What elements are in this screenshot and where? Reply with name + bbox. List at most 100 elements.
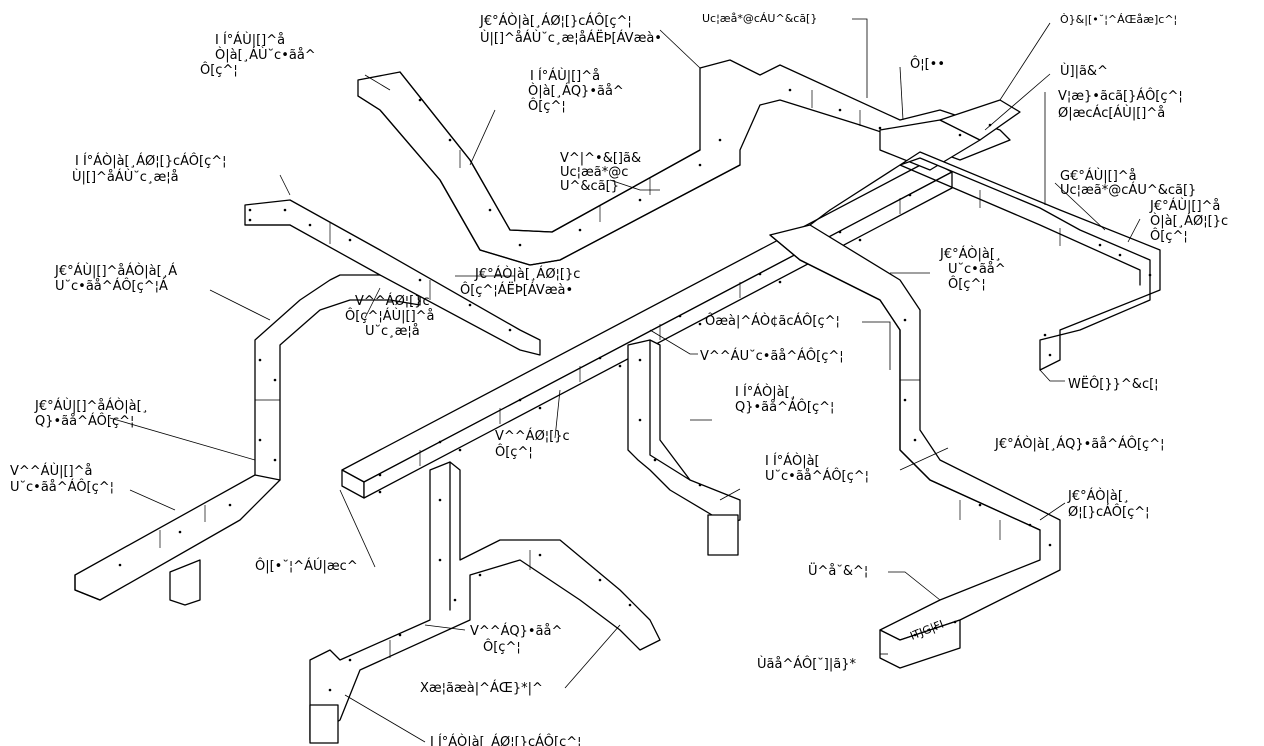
rivet-dot	[988, 123, 992, 127]
rivet-dot	[378, 473, 382, 477]
rivet-dot	[838, 108, 842, 112]
label-90-elbow-outside-cover-1: J€°ÁÒ|à[¸	[939, 246, 1001, 262]
rivet-dot	[1048, 543, 1052, 547]
cross-fitting	[879, 99, 1021, 171]
rivet-dot	[348, 238, 352, 242]
label-45-sloped-elbow-inside-1: I Í°ÁÙ|[]^å	[530, 68, 600, 84]
rivet-dot	[438, 558, 442, 562]
rivet-dot	[228, 503, 232, 507]
rivet-dot	[913, 438, 917, 442]
label-closure-plate: Ô|[•˘¦^ÁÚ|æc^	[255, 558, 358, 574]
rivet-dot	[698, 322, 702, 326]
rivet-dot	[638, 358, 642, 362]
rivet-dot	[418, 278, 422, 282]
rivet-dot	[478, 573, 482, 577]
rivet-dot	[953, 620, 957, 624]
label-tee-front-cover-1: V^^ÁØ¦[}c	[495, 428, 570, 444]
rivet-dot	[248, 208, 252, 212]
label-tee-inside-cover-1: V^^ÁQ}•ãå^	[470, 623, 562, 639]
svg-text:I Í°ÁÙ|[]^åÒ|à[¸ÁÙ˘c•ãå^Ô[ç^¦: I Í°ÁÙ|[]^åÒ|à[¸ÁÙ˘c•ãå^Ô[ç^¦	[200, 32, 316, 78]
rivet-dot	[468, 303, 472, 307]
svg-text:V^^ÁQ}•ãå^Ô[ç^¦: V^^ÁQ}•ãå^Ô[ç^¦	[470, 623, 562, 655]
label-90-sloped-elbow-front-3: Ô[ç^¦	[1150, 228, 1188, 244]
label-90-elbow-front-no-tabs-1: J€°ÁÒ|à[¸ÁØ¦[}c	[474, 266, 580, 282]
upper-left-run	[244, 199, 541, 356]
rivet-dot	[458, 448, 462, 452]
rivet-dot	[618, 364, 622, 368]
rivet-dot	[698, 483, 702, 487]
svg-text:J€°ÁÒ|à[¸Ø¦[}cÁÔ[ç^¦: J€°ÁÒ|à[¸Ø¦[}cÁÔ[ç^¦	[1067, 488, 1150, 520]
rivet-dot	[273, 458, 277, 462]
rivet-dot	[838, 230, 842, 234]
rivet-dot	[758, 272, 762, 276]
rivet-dot	[283, 208, 287, 212]
label-variable-angle: Xæ¦ãæà|^ÁŒ}*|^	[420, 680, 543, 696]
label-45-elbow-outside-cover-2: U˘c•ãå^ÁÔ[ç^¦	[765, 468, 869, 484]
label-tee-sloped-outside-1: V^^ÁÙ|[]^å	[10, 463, 92, 479]
rivet-dot	[538, 406, 542, 410]
label-90-elbow-front-cover-right-1: J€°ÁÒ|à[¸	[1067, 488, 1129, 504]
label-90-sloped-elbow-front-2: Ò|à[¸ÁØ¦[}c	[1150, 213, 1228, 229]
label-20-sloped-straight-1: G€°ÁÙ|[]^å	[1060, 168, 1137, 184]
label-90-sloped-elbow-outside-1: J€°ÁÙ|[]^åÁÒ|à[¸Á	[54, 263, 177, 279]
rivet-dot	[653, 458, 657, 462]
label-45-elbow-front-cover-bottom: I Í°ÁÒ|à[¸ÁØ¦[}cÁÔ[ç^¦	[430, 734, 582, 746]
rivet-dot	[508, 328, 512, 332]
rivet-dot	[308, 223, 312, 227]
rivet-dot	[598, 578, 602, 582]
label-telescopic-straight-1: V^|^•&[]ã&	[560, 151, 641, 166]
label-45-sloped-elbow-outside-1: I Í°ÁÙ|[]^å	[215, 32, 285, 48]
rivet-dot	[903, 398, 907, 402]
rivet-dot	[1028, 523, 1032, 527]
svg-text:J€°ÁÙ|[]^åÁÒ|à[¸Q}•ãå^ÁÔ[ç^¦: J€°ÁÙ|[]^åÁÒ|à[¸Q}•ãå^ÁÔ[ç^¦	[34, 398, 148, 429]
label-cable-exit-cover: Ôæà|^ÁÒ¢ãcÁÔ[ç^¦	[705, 313, 840, 329]
callout-leaders	[109, 18, 1141, 743]
rivet-dot	[678, 314, 682, 318]
label-transition-cover-1: V¦æ}•ãcã[}ÁÔ[ç^¦	[1058, 88, 1183, 104]
rivet-dot	[398, 633, 402, 637]
rivet-dots	[118, 88, 1152, 692]
rivet-dot	[1098, 243, 1102, 247]
rivet-dot	[1043, 333, 1047, 337]
label-tee-sloped-outside-2: U˘c•ãå^ÁÔ[ç^¦	[10, 479, 114, 495]
svg-text:V^|^•&[]ã&Uc¦æã*@cU^&cã[}: V^|^•&[]ã&Uc¦æã*@cU^&cã[}	[560, 151, 641, 194]
rivet-dot	[878, 126, 882, 130]
label-45-elbow-outside-cover-1: I Í°ÁÒ|à[	[765, 453, 820, 469]
rivet-dot	[1118, 253, 1122, 257]
lower-left-run	[74, 274, 421, 606]
rivet-dot	[258, 438, 262, 442]
label-20-sloped-straight-2: Uc¦æã*@cÁU^&cã[}	[1060, 182, 1196, 198]
rivet-dot	[788, 88, 792, 92]
label-45-sloped-elbow-inside-3: Ô[ç^¦	[528, 98, 566, 114]
rivet-dot	[488, 208, 492, 212]
rivet-dot	[178, 530, 182, 534]
label-straight-section-top: Uc¦æå*@cÁU^&cā[}	[702, 12, 817, 25]
label-45-sloped-elbow-inside-2: Ò|à[¸ÁQ}•ãå^	[528, 83, 624, 99]
svg-text:J€°ÁÒ|à[¸ÁØ¦[}cÔ[ç^¦ÁËÞ[ÁVæà•: J€°ÁÒ|à[¸ÁØ¦[}cÔ[ç^¦ÁËÞ[ÁVæà•	[460, 266, 580, 298]
label-45-sloped-elbow-outside-3: Ô[ç^¦	[200, 62, 238, 78]
svg-text:I Í°ÁÒ|à[¸ÁØ¦[}cÁÔ[ç^¦Ù|[]^åÁÙ: I Í°ÁÒ|à[¸ÁØ¦[}cÁÔ[ç^¦Ù|[]^åÁÙ˘c¸æ¦å	[72, 153, 227, 185]
rivet-dot	[258, 358, 262, 362]
label-reducer: Ü^å˘&^¦	[808, 562, 868, 579]
label-45-sloped-elbow-outside-2: Ò|à[¸ÁÙ˘c•ãå^	[215, 47, 316, 63]
svg-text:V^^ÁØ¦[}cÔ[ç^¦: V^^ÁØ¦[}cÔ[ç^¦	[495, 428, 570, 460]
rivet-dot	[778, 280, 782, 284]
rivet-dot	[638, 418, 642, 422]
rivet-dot	[518, 243, 522, 247]
label-tee-outside-cover: V^^ÁU˘c•ãå^ÁÔ[ç^¦	[700, 348, 844, 364]
rivet-dot	[518, 398, 522, 402]
rivet-dot	[453, 598, 457, 602]
right-branch-run	[809, 151, 1161, 371]
label-telescopic-straight-2: Uc¦æã*@c	[560, 165, 628, 180]
bottom-tee-run	[309, 461, 661, 744]
rivet-dot	[958, 133, 962, 137]
rivet-dot	[538, 553, 542, 557]
rivet-dot	[328, 688, 332, 692]
upper-slope-run	[357, 59, 1011, 266]
rivet-dot	[438, 440, 442, 444]
label-90-sloped-elbow-outside-2: U˘c•ãå^ÁÔ[ç^¦Á	[55, 278, 168, 294]
rivet-dot	[418, 98, 422, 102]
label-45-elbow-front-cover-sloped-2: Ù|[]^åÁÙ˘c¸æ¦å	[72, 169, 179, 185]
rivet-dot	[378, 490, 382, 494]
label-45-elbow-front-cover-sloped-1: I Í°ÁÒ|à[¸ÁØ¦[}cÁÔ[ç^¦	[75, 153, 227, 169]
